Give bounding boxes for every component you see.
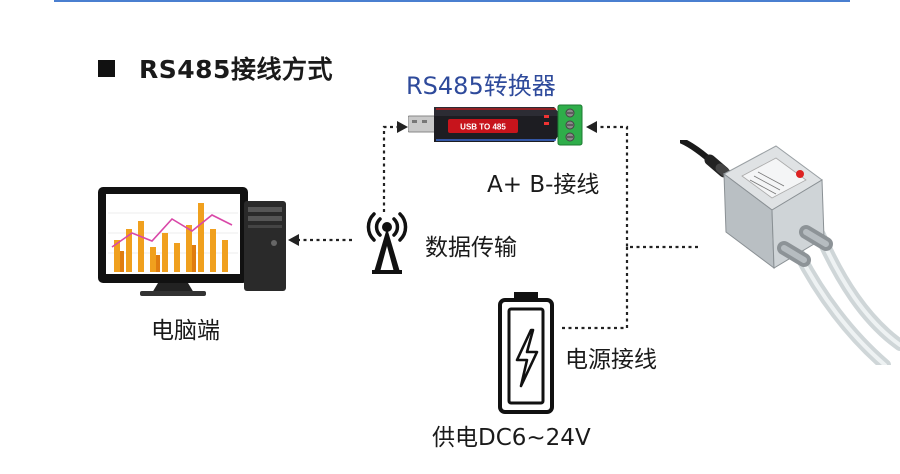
wireless-tower-icon xyxy=(366,212,408,274)
square-bullet-icon xyxy=(98,59,115,77)
usb-to-wireless-line xyxy=(382,125,398,212)
arrow-to-usb-icon xyxy=(397,121,408,133)
section-title: RS485接线方式 xyxy=(139,55,333,84)
battery-icon xyxy=(498,292,554,414)
converter-title: RS485转换器 xyxy=(406,72,556,100)
section-heading: RS485接线方式 xyxy=(98,50,333,86)
rs485-converter: USB TO 485 xyxy=(408,104,583,146)
arrow-to-pc-icon xyxy=(288,234,299,246)
power-wiring-label: 电源接线 xyxy=(565,347,657,373)
pc-label: 电脑端 xyxy=(151,318,220,344)
data-transmission-label: 数据传输 xyxy=(425,235,517,261)
converter-wiring-label: A+ B-接线 xyxy=(487,172,600,198)
converter-body-text: USB TO 485 xyxy=(460,123,506,132)
sensor-to-converter-line xyxy=(596,125,698,249)
power-line xyxy=(560,247,629,330)
power-supply-label: 供电DC6~24V xyxy=(432,425,591,451)
top-divider xyxy=(54,0,850,2)
arrow-to-converter-icon xyxy=(586,121,597,133)
computer-illustration xyxy=(98,187,286,296)
sensor-illustration xyxy=(680,140,900,365)
